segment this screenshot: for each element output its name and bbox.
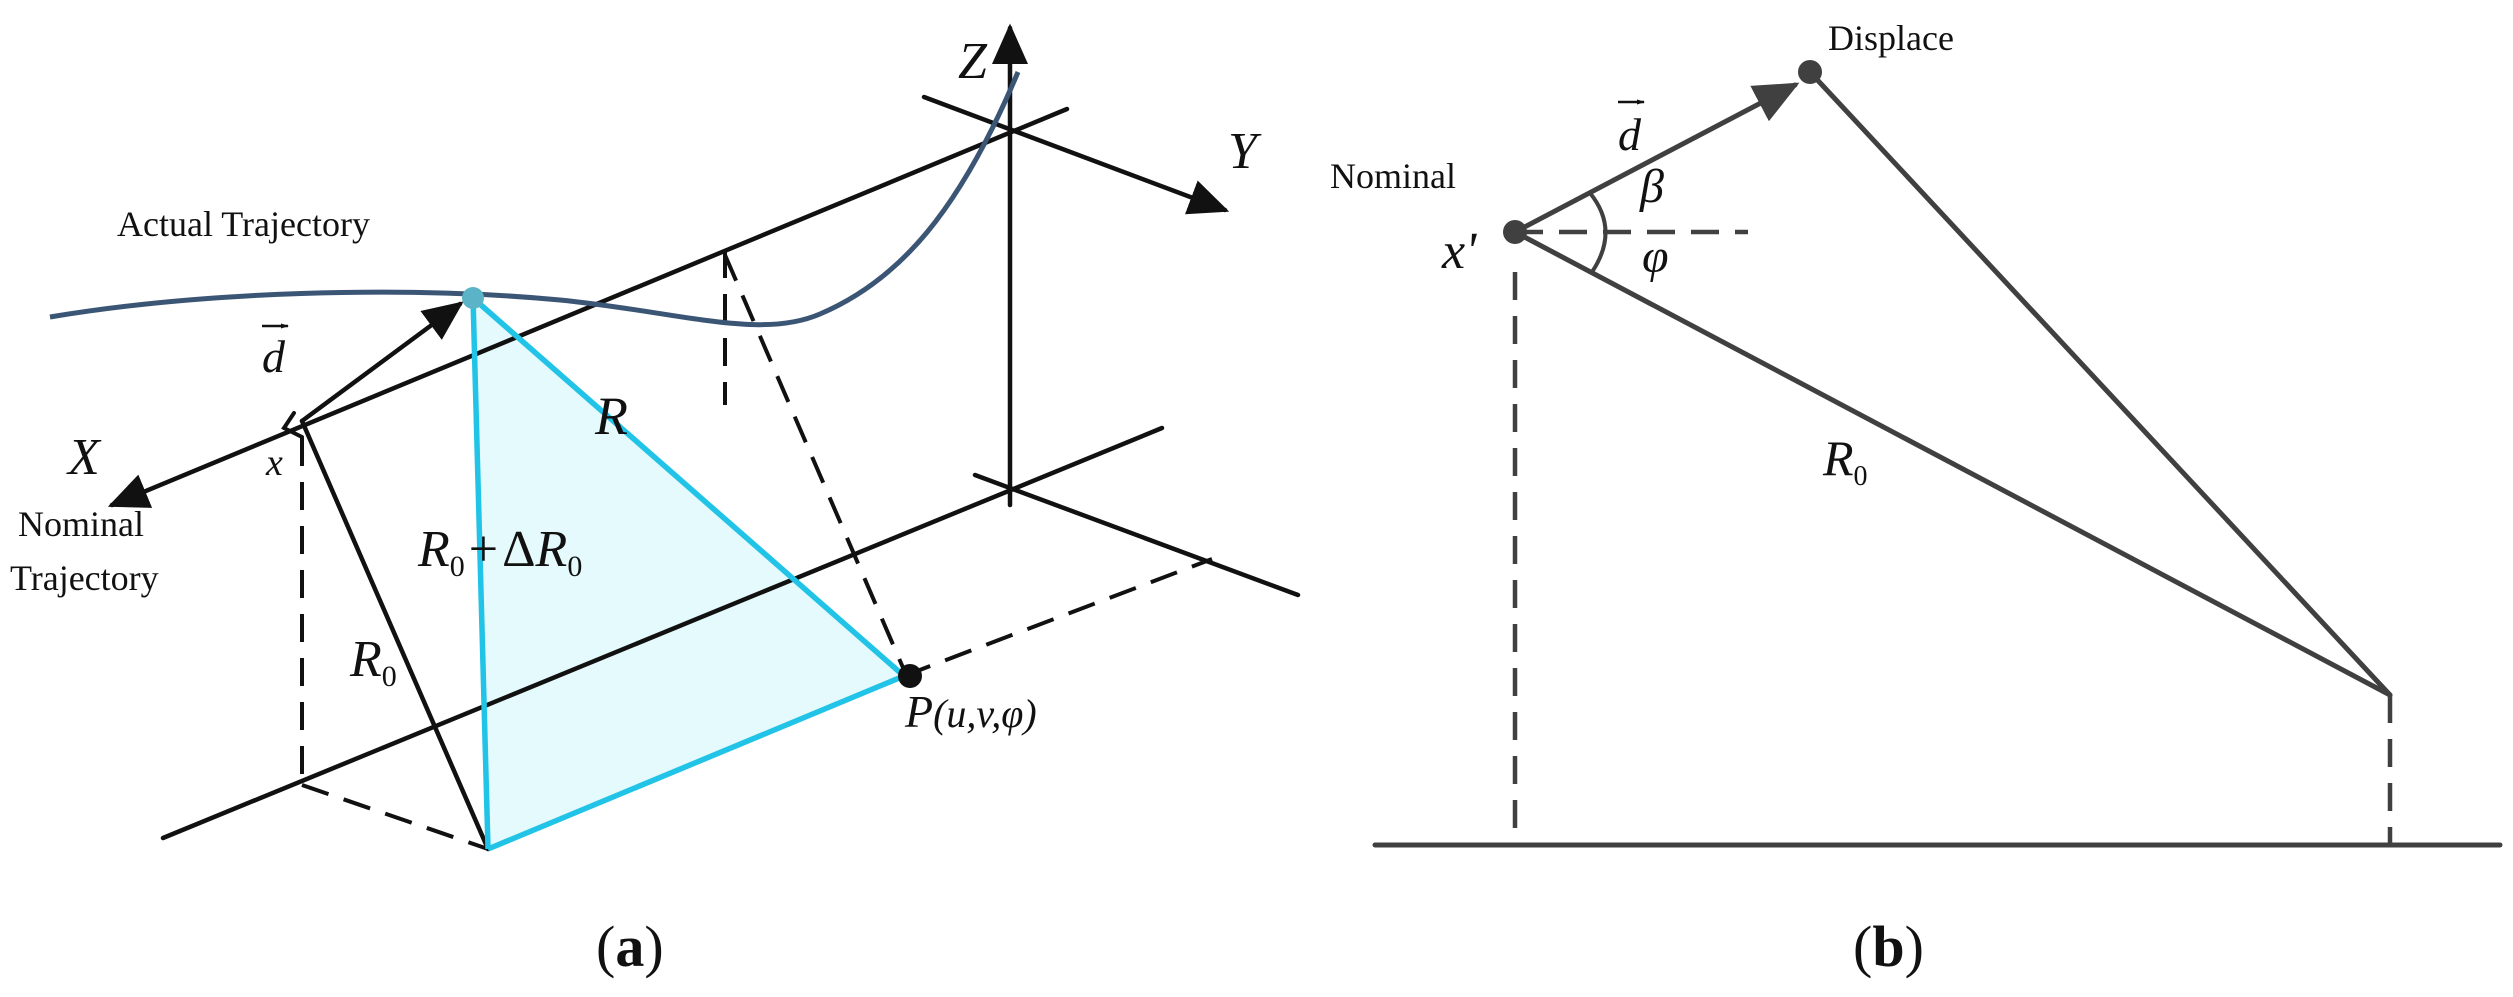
nominal-point [1503, 220, 1527, 244]
range-R0-label-b: R0 [1822, 430, 1868, 492]
range-R0-sub: 0 [382, 660, 397, 693]
caption-b-open: ( [1853, 914, 1872, 979]
panel-a: Z Y X Actual Trajectory Nominal Trajecto… [10, 23, 1301, 979]
phi-label: φ [1642, 230, 1669, 283]
vector-d-label-a: d [262, 323, 289, 382]
displace-point [1798, 60, 1822, 84]
point-P-marker [898, 664, 922, 688]
displace-range-line [1807, 69, 2393, 698]
caption-b-letter: b [1872, 914, 1904, 979]
vector-d-label-b: d [1618, 99, 1645, 160]
panel-b-dashed [1512, 229, 2393, 845]
range-R0-base: R [349, 631, 382, 688]
range-sum-delta: Δ [502, 521, 535, 578]
range-R-edge [471, 295, 906, 679]
range-sum-base: R [417, 521, 450, 578]
point-x-label: x [265, 442, 283, 484]
panel-a-dashed [300, 250, 1213, 851]
vector-d-text: d [262, 331, 286, 382]
range-R0-base-b: R [1822, 430, 1854, 486]
actual-trajectory-label: Actual Trajectory [117, 204, 370, 244]
range-R0-label: R0 [349, 631, 397, 693]
caption-a-close: ) [644, 914, 663, 979]
range-R0-sub-b: 0 [1854, 461, 1868, 492]
nominal-trajectory-line [107, 106, 1070, 508]
panel-a-structure [107, 23, 1301, 852]
p-ground-dashed [903, 557, 1213, 678]
point-x-label-b: x' [1441, 223, 1477, 280]
x-axis-label: X [66, 429, 102, 486]
caption-a: (a) [596, 914, 664, 979]
point-P-args: (u,v,φ) [933, 691, 1037, 736]
right-angle-mark [281, 411, 304, 439]
point-P-letter: P [904, 686, 933, 737]
actual-trajectory-curve [49, 71, 1021, 328]
caption-b-close: ) [1905, 914, 1924, 979]
y-axis-label: Y [1228, 123, 1262, 180]
vector-d-text-b: d [1618, 109, 1642, 160]
d-vector [299, 301, 464, 424]
r0-line [299, 418, 491, 852]
ground-line [160, 425, 1165, 841]
x-ground-dashed [301, 783, 489, 851]
panel-b-lines [1372, 69, 2503, 848]
nominal-trajectory-label-2: Trajectory [10, 558, 159, 598]
beta-label: β [1639, 160, 1664, 213]
ground-cross-line [972, 472, 1301, 598]
d-vector-b [1512, 82, 1800, 235]
caption-b: (b) [1853, 914, 1924, 979]
range-sum-edge [470, 297, 491, 850]
caption-a-letter: a [615, 914, 644, 979]
mid-to-p-dashed [723, 254, 906, 671]
nominal-range-line [1512, 229, 2393, 698]
displace-label: Displace [1828, 18, 1954, 58]
range-sum-plus: + [469, 521, 498, 578]
range-base-edge [486, 673, 906, 852]
z-cross-line [921, 94, 1230, 215]
panel-b: Displace Nominal d x' β φ R0 (b) [1330, 18, 2503, 979]
range-sum-base2: R [535, 521, 568, 578]
range-sum-sub: 0 [450, 550, 465, 583]
z-axis-label: Z [958, 33, 988, 90]
actual-point [462, 287, 484, 309]
point-P-label: P(u,v,φ) [904, 686, 1037, 737]
nominal-trajectory-label-1: Nominal [18, 504, 144, 544]
range-R-label: R [594, 386, 628, 446]
range-sum-label: R0+ΔR0 [417, 521, 582, 583]
caption-a-open: ( [596, 914, 615, 979]
nominal-label: Nominal [1330, 156, 1456, 196]
range-sum-sub2: 0 [567, 550, 582, 583]
range-triangle-edges [470, 295, 906, 852]
range-triangle-fill [473, 298, 904, 849]
